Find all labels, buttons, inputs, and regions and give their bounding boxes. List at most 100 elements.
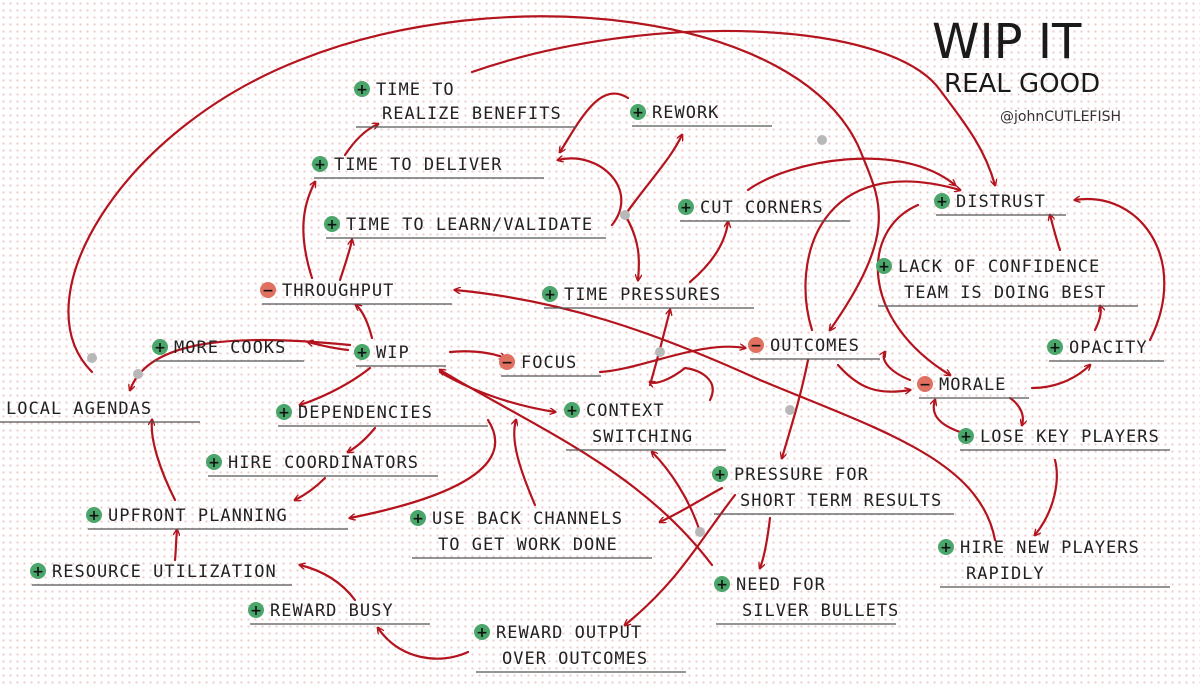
plus-badge-icon — [248, 602, 264, 618]
link-distrust-to-morale — [876, 203, 950, 375]
link-time-to-learn-to-time-pressures — [623, 213, 639, 280]
junction-dot — [87, 353, 97, 363]
link-time-to-learn-to-deliver — [558, 158, 623, 227]
plus-badge-icon — [714, 576, 730, 592]
node-sign: − — [919, 377, 931, 393]
link-time-to-realize-to-distrust — [470, 29, 995, 185]
diagram-title: WIP IT REAL GOOD @johnCUTLEFISH — [932, 14, 1121, 125]
plus-badge-icon — [958, 428, 974, 444]
link-wip-to-throughput — [356, 305, 374, 340]
junction-dot — [785, 405, 795, 415]
node-sign: + — [632, 105, 644, 121]
node-wip: + WIP — [354, 343, 446, 367]
link-opacity-to-lack-of-confidence — [1093, 306, 1101, 332]
node-label: TEAM IS DOING BEST — [904, 283, 1106, 303]
link-wip-to-dependencies — [300, 366, 372, 405]
node-label: TIME TO DELIVER — [334, 155, 503, 175]
link-lose-key-players-to-morale — [934, 400, 962, 434]
node-sign: + — [250, 603, 262, 619]
junction-dot — [620, 210, 630, 220]
node-rework: + REWORK — [630, 103, 772, 127]
node-morale: −MORALE — [917, 375, 1029, 399]
node-label: THROUGHPUT — [282, 281, 394, 301]
node-sign: + — [356, 82, 368, 98]
plus-badge-icon — [86, 507, 102, 523]
minus-badge-icon — [748, 337, 764, 353]
node-sign: − — [501, 355, 513, 371]
node-sign: + — [680, 200, 692, 216]
link-reward-busy-to-resource-util — [300, 565, 357, 602]
link-time-to-learn-to-rework — [623, 135, 682, 217]
node-label: MORALE — [939, 375, 1006, 395]
plus-badge-icon — [354, 344, 370, 360]
node-label: FOCUS — [521, 353, 577, 373]
node-more-cooks: +MORE COOKS — [152, 338, 304, 362]
link-outcomes-to-distrust — [804, 180, 960, 332]
node-label: TIME PRESSURES — [564, 285, 721, 305]
node-label: OPACITY — [1069, 338, 1148, 358]
link-dependencies-to-hire-coordinators — [348, 426, 377, 452]
node-label: REWARD BUSY — [270, 601, 394, 621]
link-morale-to-outcomes — [884, 352, 912, 382]
node-label: RESOURCE UTILIZATION — [52, 562, 277, 582]
node-sign: + — [356, 345, 368, 361]
link-pressure-to-silver-bullets — [760, 516, 772, 568]
plus-badge-icon — [678, 199, 694, 215]
node-sign: + — [566, 403, 578, 419]
plus-badge-icon — [564, 402, 580, 418]
plus-badge-icon — [324, 216, 340, 232]
link-upfront-to-local-agendas — [152, 420, 177, 502]
node-reward-busy: + REWARD BUSY — [248, 601, 430, 625]
node-label: HIRE COORDINATORS — [228, 453, 419, 473]
link-wip-to-more-cooks — [308, 342, 350, 352]
node-time-to-learn-validate: +TIME TO LEARN/VALIDATE — [324, 215, 606, 239]
node-label: SILVER BULLETS — [742, 601, 899, 621]
link-cut-corners-to-outcomes — [648, 310, 670, 387]
node-sign: + — [154, 340, 166, 356]
link-morale-to-opacity — [1030, 365, 1090, 390]
node-sign: + — [714, 467, 726, 483]
node-time-to-deliver: + TIME TO DELIVER — [312, 155, 544, 179]
link-back-channels-to-context — [652, 452, 702, 534]
title-line-1: WIP IT — [932, 14, 1082, 70]
link-throughput-to-time-to-learn — [338, 240, 352, 282]
plus-badge-icon — [152, 339, 168, 355]
link-wip-to-focus — [448, 350, 505, 358]
link-outcomes-to-morale — [836, 363, 910, 392]
causal-links — [67, 15, 1166, 660]
plus-badge-icon — [410, 510, 426, 526]
node-label: CUT CORNERS — [700, 198, 824, 218]
node-sign: − — [262, 283, 274, 299]
link-opacity-to-distrust — [1075, 199, 1166, 342]
node-label: WIP — [376, 343, 410, 363]
plus-badge-icon — [542, 286, 558, 302]
link-focus-to-outcomes — [598, 347, 745, 374]
node-label: CONTEXT — [586, 401, 665, 421]
link-pressure-to-back-channels — [660, 486, 724, 522]
node-sign: − — [750, 338, 762, 354]
node-sign: + — [960, 429, 972, 445]
link-time-to-deliver-to-realize — [343, 124, 378, 157]
node-label: LOSE KEY PLAYERS — [980, 427, 1160, 447]
node-sign: + — [936, 194, 948, 210]
node-sign: + — [326, 217, 338, 233]
node-sign: + — [88, 508, 100, 524]
node-label: REALIZE BENEFITS — [382, 104, 562, 124]
node-sign: + — [314, 157, 326, 173]
node-label: LACK OF CONFIDENCE — [898, 257, 1100, 277]
plus-badge-icon — [938, 539, 954, 555]
node-focus: −FOCUS — [499, 353, 601, 377]
node-time-pressures: +TIME PRESSURES — [542, 285, 754, 309]
plus-badge-icon — [934, 193, 950, 209]
node-label: HIRE NEW PLAYERS — [960, 538, 1140, 558]
plus-badge-icon — [1047, 339, 1063, 355]
junction-dot — [817, 135, 827, 145]
node-label: TIME TO — [376, 80, 455, 100]
plus-badge-icon — [30, 563, 46, 579]
node-label: REWORK — [652, 103, 719, 123]
